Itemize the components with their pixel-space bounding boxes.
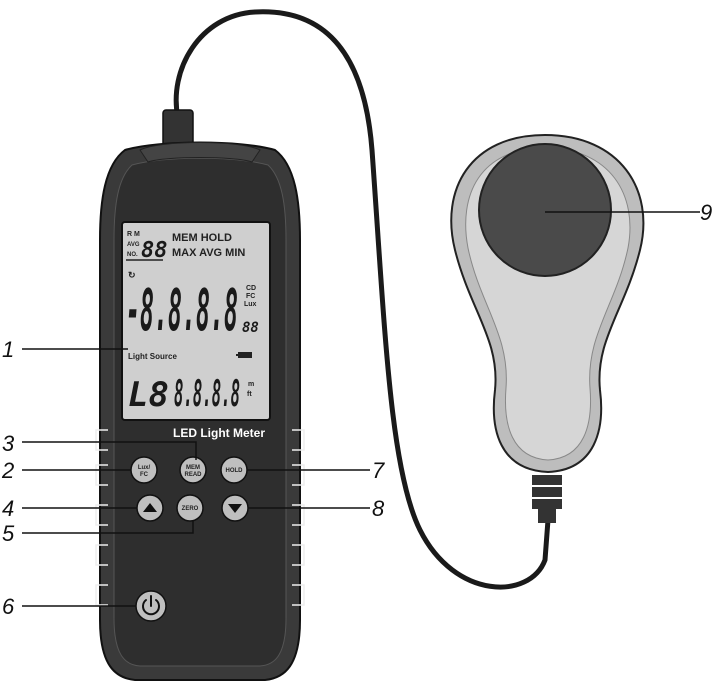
hold-button[interactable]: HOLD xyxy=(220,456,248,484)
lcd-unit-fc: FC xyxy=(246,293,255,300)
lcd-avg-tag: AVG xyxy=(127,242,140,248)
lcd-small-digits: 88 xyxy=(141,238,168,263)
callout-4: 4 xyxy=(2,496,14,521)
battery-icon xyxy=(236,352,252,358)
lcd-no-tag: NO. xyxy=(127,252,138,258)
down-button[interactable] xyxy=(221,494,249,522)
callout-1: 1 xyxy=(2,337,14,362)
lcd-row1-labels: MEM HOLD xyxy=(172,232,232,244)
lcd-screen xyxy=(121,221,271,421)
down-arrow-icon xyxy=(228,504,242,513)
auto-off-icon: ↻ xyxy=(128,270,136,280)
power-icon xyxy=(142,595,160,616)
right-grip-ridges xyxy=(292,429,305,606)
up-arrow-icon xyxy=(143,503,157,512)
sensor-cable xyxy=(173,9,551,590)
lcd-side-digits: 88 xyxy=(242,320,259,336)
hold-button-label: HOLD xyxy=(226,468,244,474)
meter-top-collar xyxy=(139,142,261,163)
lcd-light-source-label: Light Source xyxy=(128,352,177,361)
sensor-strain-relief xyxy=(532,475,562,523)
up-button[interactable] xyxy=(136,494,164,522)
callout-7: 7 xyxy=(372,458,385,483)
left-grip-ridges xyxy=(95,429,108,606)
power-button[interactable] xyxy=(135,590,167,622)
lcd-rm-tag: R M xyxy=(127,231,140,238)
callout-9: 9 xyxy=(700,200,712,225)
callout-2: 2 xyxy=(1,458,14,483)
lcd-unit-cd: CD xyxy=(246,285,256,292)
lcd-main-digits: -8.8.8.8 xyxy=(126,276,238,344)
callout-8: 8 xyxy=(372,496,385,521)
lcd-lower-prefix: L8 xyxy=(128,375,169,415)
luxfc-button-label: Lux/FC xyxy=(138,465,151,478)
callout-6: 6 xyxy=(2,594,15,619)
luxfc-button[interactable]: Lux/FC xyxy=(130,456,158,484)
lcd-unit-lux: Lux xyxy=(244,301,257,308)
callout-5: 5 xyxy=(2,521,15,546)
zero-button[interactable]: ZERO xyxy=(176,494,204,522)
device-label: LED Light Meter xyxy=(173,426,265,440)
sensor-dome xyxy=(478,143,612,277)
zero-button-label: ZERO xyxy=(182,506,199,512)
lcd-row2-labels: MAX AVG MIN xyxy=(172,247,245,259)
lcd-unit-m: m xyxy=(248,381,254,388)
leader-lines xyxy=(22,211,700,607)
lcd-lower-digits: 8.8.8.8 xyxy=(174,374,240,415)
lcd-unit-ft: ft xyxy=(247,391,252,398)
callout-3: 3 xyxy=(2,431,15,456)
